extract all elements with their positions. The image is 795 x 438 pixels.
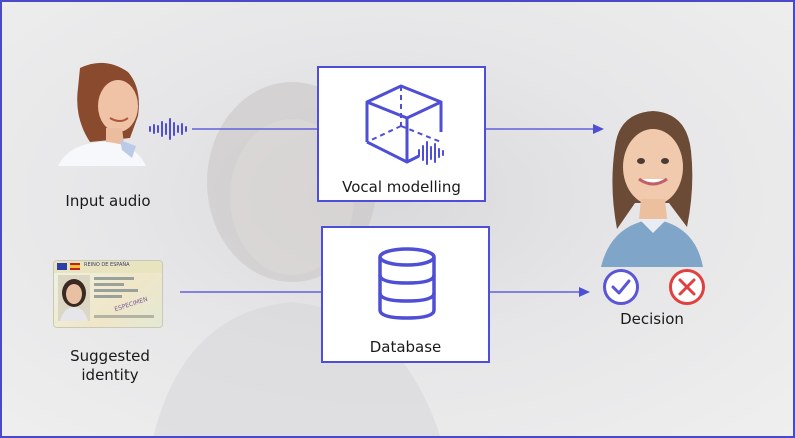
suggested-identity-caption: Suggested identity [52,347,168,385]
id-card-image: REINO DE ESPAÑA ESPECIMEN [54,261,162,327]
decision-person-image [601,111,703,267]
id-card-stamp: ESPECIMEN [113,295,149,314]
cube-icon [365,84,444,165]
database-label: Database [369,338,442,356]
database-icon [378,247,436,320]
vocal-modelling-box: Vocal modelling [317,66,486,202]
id-card-header: REINO DE ESPAÑA [84,262,130,268]
check-circle-icon [603,269,639,305]
cross-circle-icon [669,269,705,305]
vocal-modelling-label: Vocal modelling [342,178,461,196]
database-box: Database [321,226,490,363]
suggested-identity-label: Suggested identity [70,347,150,384]
id-card-photo [58,275,90,321]
input-audio-person-image [58,62,146,166]
input-audio-caption: Input audio [65,192,151,210]
eu-flag-icon [57,263,67,270]
decision-caption: Decision [620,310,684,328]
arrow-icon [579,287,590,297]
spain-flag-icon [70,263,80,270]
arrow-icon [593,124,604,134]
soundwave-icon [149,118,187,140]
